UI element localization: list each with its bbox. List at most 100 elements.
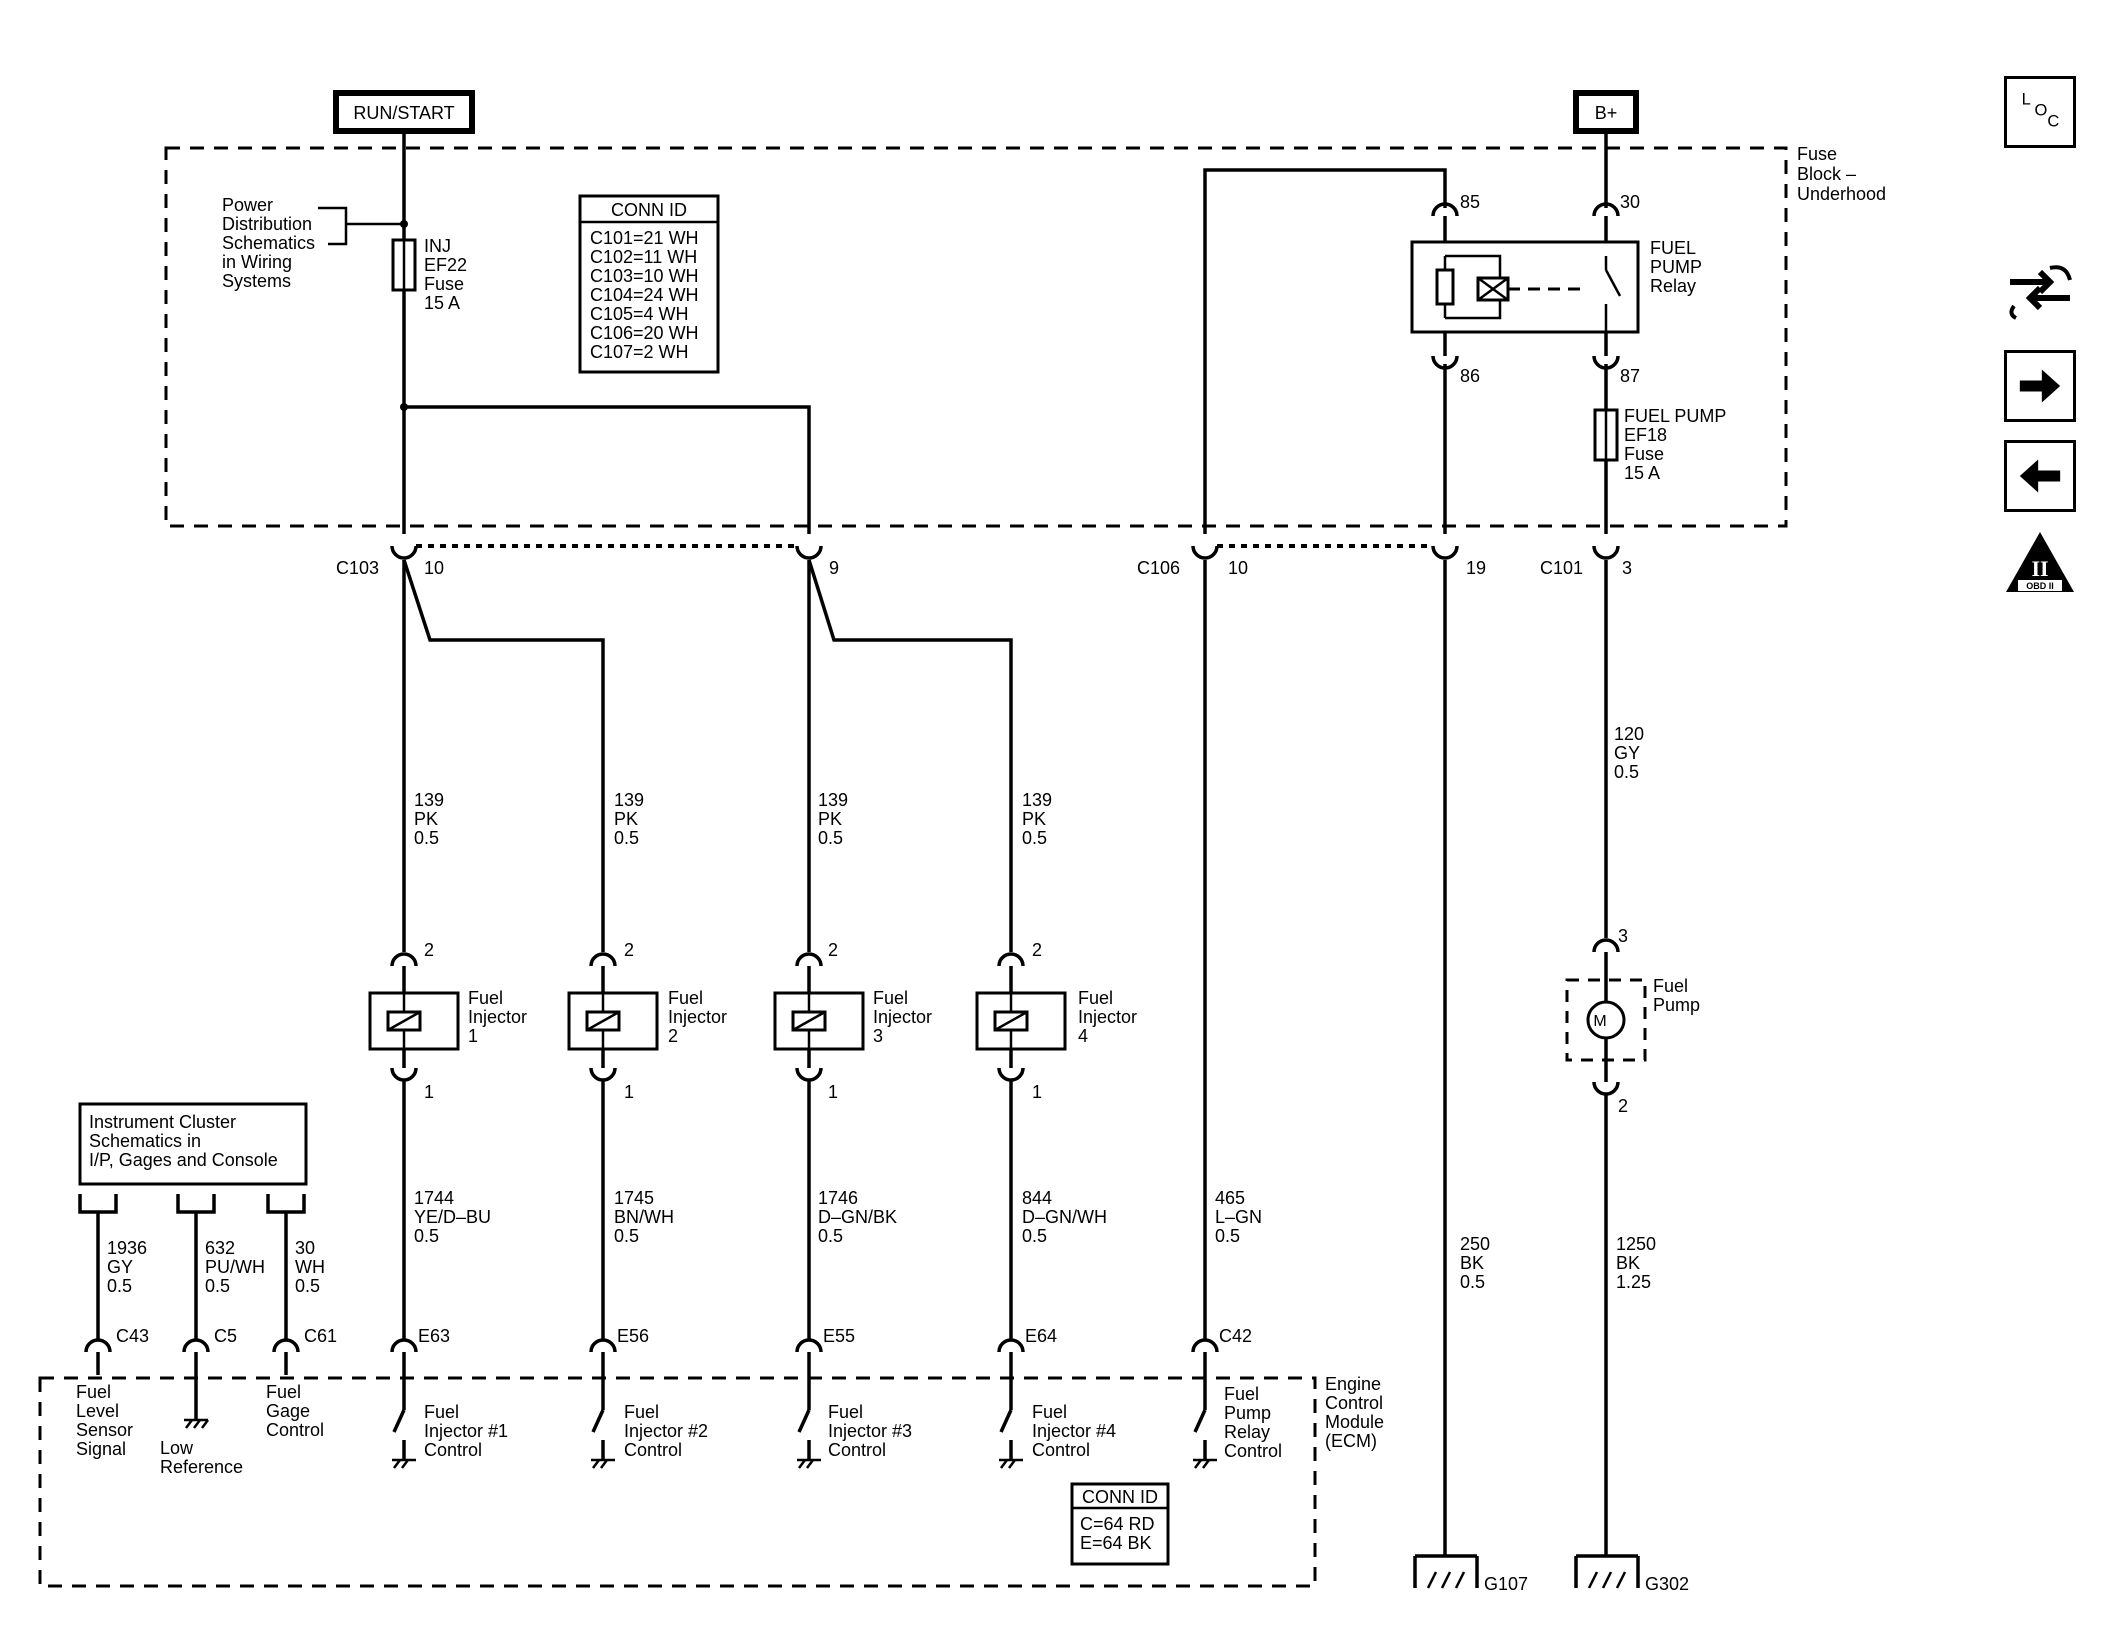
svg-text:G302: G302 <box>1645 1574 1689 1594</box>
svg-text:632: 632 <box>205 1238 235 1258</box>
ecm-injector-1-control: Fuel Injector #1 Control <box>424 1402 508 1460</box>
ecm-injector-4-control: Fuel Injector #4 Control <box>1032 1402 1116 1460</box>
svg-text:YE/D–BU: YE/D–BU <box>414 1207 491 1227</box>
svg-text:15 A: 15 A <box>1624 463 1660 483</box>
svg-text:2: 2 <box>1032 940 1042 960</box>
wrench-arrows-icon[interactable] <box>2004 252 2076 324</box>
svg-text:2: 2 <box>668 1026 678 1046</box>
svg-text:Control: Control <box>1032 1440 1090 1460</box>
forward-arrow-icon[interactable] <box>2004 350 2076 422</box>
svg-text:Injector: Injector <box>1078 1007 1137 1027</box>
svg-text:GY: GY <box>1614 743 1640 763</box>
injector-feed-wire-4: 139 PK 0.5 <box>1022 790 1052 848</box>
svg-text:Fuel: Fuel <box>266 1382 301 1402</box>
svg-text:I/P, Gages and Console: I/P, Gages and Console <box>89 1150 278 1170</box>
relay-label: FUEL <box>1650 238 1696 258</box>
svg-text:Control: Control <box>1224 1441 1282 1461</box>
svg-text:3: 3 <box>1618 926 1628 946</box>
svg-text:Injector: Injector <box>468 1007 527 1027</box>
svg-text:INJ: INJ <box>424 236 451 256</box>
svg-text:Control: Control <box>828 1440 886 1460</box>
fuse-block-boundary <box>164 146 1788 528</box>
svg-text:II: II <box>2031 556 2048 581</box>
svg-text:1250: 1250 <box>1616 1234 1656 1254</box>
svg-text:Distribution: Distribution <box>222 214 312 234</box>
svg-text:Power: Power <box>222 195 273 215</box>
svg-text:Fuel: Fuel <box>1032 1402 1067 1422</box>
svg-text:B+: B+ <box>1595 103 1618 123</box>
svg-text:139: 139 <box>818 790 848 810</box>
back-arrow-icon[interactable] <box>2004 440 2076 512</box>
svg-text:BN/WH: BN/WH <box>614 1207 674 1227</box>
svg-text:Control: Control <box>624 1440 682 1460</box>
svg-text:Underhood: Underhood <box>1797 184 1886 204</box>
loc-icon[interactable]: L O C <box>2004 76 2076 148</box>
svg-text:PK: PK <box>1022 809 1046 829</box>
fuel-injector-2 <box>567 952 659 1082</box>
connector-c103 <box>390 544 823 560</box>
svg-text:PK: PK <box>818 809 842 829</box>
svg-text:E56: E56 <box>617 1326 649 1346</box>
svg-text:D–GN/BK: D–GN/BK <box>818 1207 897 1227</box>
svg-text:CONN ID: CONN ID <box>1082 1487 1158 1507</box>
svg-text:EF18: EF18 <box>1624 425 1667 445</box>
svg-text:E63: E63 <box>418 1326 450 1346</box>
cluster-wire-632: 632 PU/WH 0.5 <box>205 1238 265 1296</box>
ecm-injector-2-control: Fuel Injector #2 Control <box>624 1402 708 1460</box>
svg-text:Low: Low <box>160 1438 194 1458</box>
svg-text:EF22: EF22 <box>424 255 467 275</box>
svg-text:Instrument Cluster: Instrument Cluster <box>89 1112 236 1132</box>
fuel-pump <box>1565 938 1647 1096</box>
b-plus-source <box>1573 90 1639 134</box>
svg-text:Module: Module <box>1325 1412 1384 1432</box>
ecm-terminals <box>84 1338 1219 1353</box>
cluster-wire-30: 30 WH 0.5 <box>295 1238 325 1296</box>
svg-text:C42: C42 <box>1219 1326 1252 1346</box>
svg-text:C43: C43 <box>116 1326 149 1346</box>
svg-text:CONN ID: CONN ID <box>611 200 687 220</box>
relay-pin-87: 87 <box>1620 366 1640 386</box>
svg-text:GY: GY <box>107 1257 133 1277</box>
svg-text:0.5: 0.5 <box>1460 1272 1485 1292</box>
svg-text:250: 250 <box>1460 1234 1490 1254</box>
svg-text:Fuel: Fuel <box>624 1402 659 1422</box>
svg-text:Fuel: Fuel <box>828 1402 863 1422</box>
svg-text:0.5: 0.5 <box>1215 1226 1240 1246</box>
svg-text:Level: Level <box>76 1401 119 1421</box>
injector-feed-wire-1: 139 PK 0.5 <box>414 790 444 848</box>
svg-text:BK: BK <box>1460 1253 1484 1273</box>
ecm-driver-switches <box>392 1352 1217 1469</box>
ecm-fuel-gage-control: Fuel Gage Control <box>266 1382 324 1440</box>
svg-text:1: 1 <box>828 1082 838 1102</box>
svg-text:19: 19 <box>1466 558 1486 578</box>
svg-text:0.5: 0.5 <box>414 828 439 848</box>
svg-text:0.5: 0.5 <box>1022 1226 1047 1246</box>
svg-text:Injector #3: Injector #3 <box>828 1421 912 1441</box>
svg-text:9: 9 <box>829 558 839 578</box>
svg-text:Injector #4: Injector #4 <box>1032 1421 1116 1441</box>
svg-text:844: 844 <box>1022 1188 1052 1208</box>
svg-text:2: 2 <box>828 940 838 960</box>
ecm-injector-3-control: Fuel Injector #3 Control <box>828 1402 912 1460</box>
pump-wire-120: 120 GY 0.5 <box>1614 724 1644 782</box>
svg-text:E55: E55 <box>823 1326 855 1346</box>
svg-text:G107: G107 <box>1484 1574 1528 1594</box>
svg-text:(ECM): (ECM) <box>1325 1431 1377 1451</box>
svg-text:FUEL PUMP: FUEL PUMP <box>1624 406 1726 426</box>
control-wire-1746: 1746 D–GN/BK 0.5 <box>818 1188 897 1246</box>
svg-text:0.5: 0.5 <box>1614 762 1639 782</box>
svg-text:1: 1 <box>468 1026 478 1046</box>
svg-text:4: 4 <box>1078 1026 1088 1046</box>
fuel-pump-relay <box>1410 202 1640 370</box>
svg-text:Gage: Gage <box>266 1401 310 1421</box>
obd2-icon[interactable]: II OBD II <box>2004 528 2076 600</box>
svg-text:C5: C5 <box>214 1326 237 1346</box>
control-wire-465: 465 L–GN 0.5 <box>1215 1188 1262 1246</box>
svg-text:D–GN/WH: D–GN/WH <box>1022 1207 1107 1227</box>
svg-text:1745: 1745 <box>614 1188 654 1208</box>
conn-id-table-bottom: CONN ID C=64 RD E=64 BK <box>1070 1482 1170 1566</box>
svg-text:Injector #2: Injector #2 <box>624 1421 708 1441</box>
svg-text:Control: Control <box>424 1440 482 1460</box>
ground-wire-1250: 1250 BK 1.25 <box>1616 1234 1656 1292</box>
